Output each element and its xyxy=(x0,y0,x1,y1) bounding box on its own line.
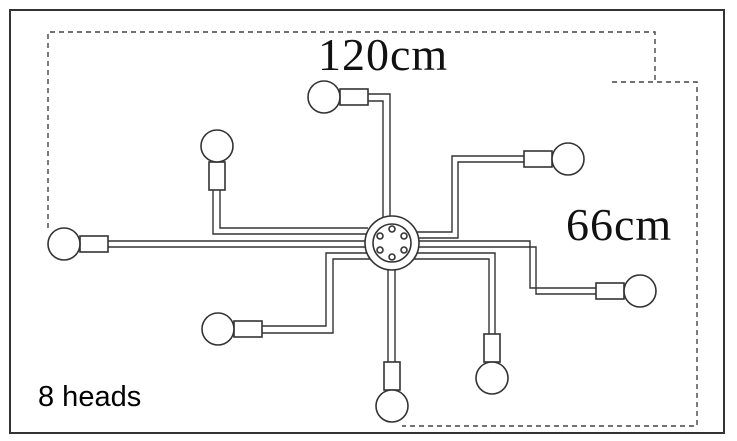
arm-upper-right xyxy=(408,155,524,233)
ceiling-canopy xyxy=(364,215,420,271)
bulb-top xyxy=(307,80,369,114)
arm-lower-left xyxy=(262,252,370,327)
height-label: 66cm xyxy=(566,199,673,250)
width-label: 120cm xyxy=(318,29,449,80)
bulb-bottom xyxy=(375,361,409,423)
bulb-upper-left xyxy=(200,129,234,191)
bulb-lower-right xyxy=(475,333,509,395)
arm-top xyxy=(368,93,391,218)
arm-lower-right xyxy=(408,252,496,334)
width-dimension-line xyxy=(47,31,656,228)
height-dimension-line xyxy=(402,81,698,427)
bulb-left xyxy=(47,227,109,261)
arm-right xyxy=(416,240,596,289)
heads-count-label: 8 heads xyxy=(38,381,142,413)
arm-upper-left xyxy=(212,190,368,235)
diagram-frame xyxy=(9,9,725,434)
arms xyxy=(108,93,596,362)
bulb-upper-right xyxy=(523,142,585,176)
bulb-right xyxy=(595,274,657,308)
dimension-lines xyxy=(47,31,698,427)
bulb-lower-left xyxy=(201,312,263,346)
